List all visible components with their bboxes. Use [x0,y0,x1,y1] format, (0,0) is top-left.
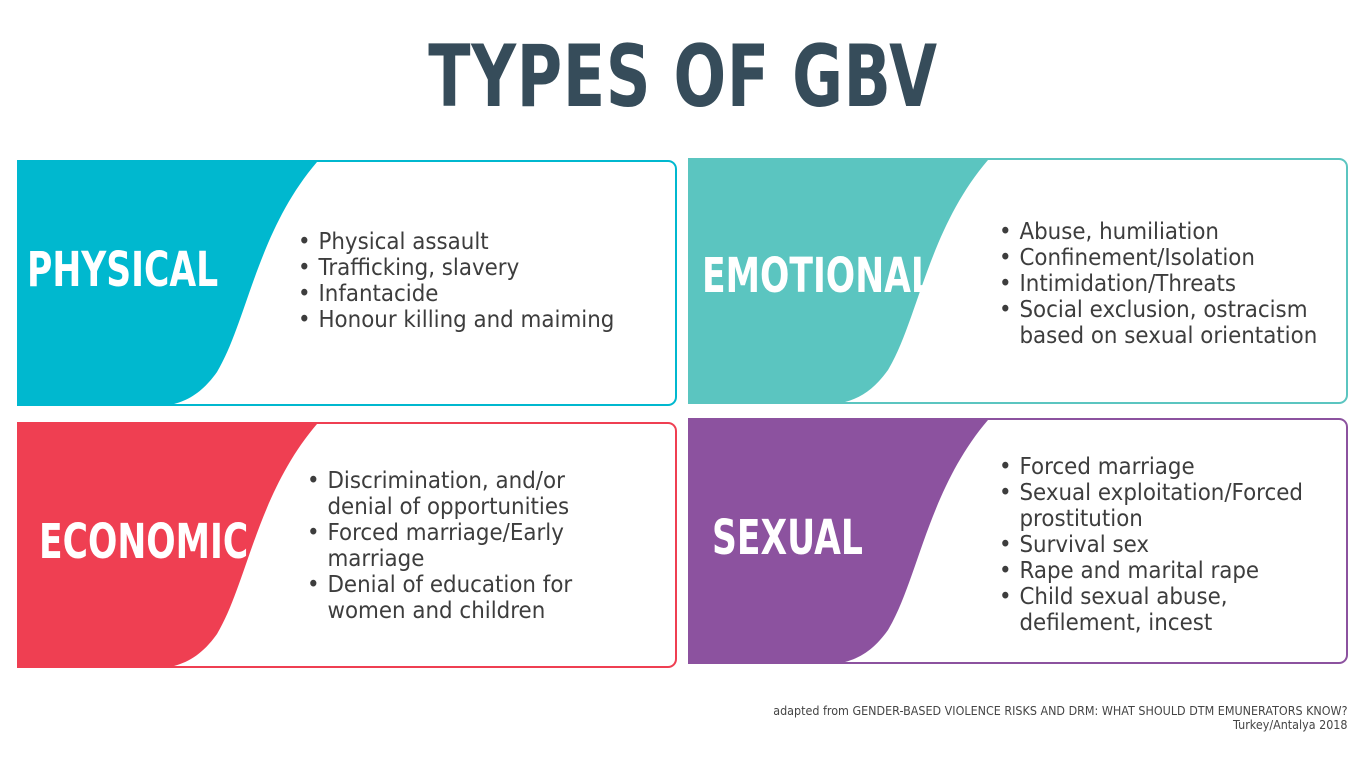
item-list-economic: Discrimination, and/or denial of opportu… [307,468,625,624]
list-item: Denial of education for women and childr… [307,572,625,624]
curve-shape-emotional [688,160,988,402]
source-footnote: adapted from GENDER-BASED VIOLENCE RISKS… [774,704,1348,732]
list-item: Social exclusion, ostracism based on sex… [999,297,1346,349]
list-item: Sexual exploitation/Forced prostitution [999,480,1345,532]
page-title: TYPES OF GBV [428,27,938,127]
list-item: Rape and marital rape [999,558,1345,584]
category-label-economic: ECONOMIC [39,514,249,570]
category-label-sexual: SEXUAL [712,510,863,566]
item-list-emotional: Abuse, humiliation Confinement/Isolation… [999,219,1346,349]
curve-shape-physical [17,162,317,404]
list-item: Intimidation/Threats [999,271,1346,297]
list-item: Forced marriage [999,454,1345,480]
item-list-sexual: Forced marriage Sexual exploitation/Forc… [999,454,1345,636]
footnote-location-year: Turkey/Antalya 2018 [1233,718,1348,732]
category-label-physical: PHYSICAL [27,242,219,298]
card-sexual: SEXUAL Forced marriage Sexual exploitati… [688,418,1348,664]
list-item: Survival sex [999,532,1345,558]
card-emotional: EMOTIONAL Abuse, humiliation Confinement… [688,158,1348,404]
list-item: Honour killing and maiming [298,307,671,333]
curve-shape-sexual [688,420,988,662]
curve-shape-economic [17,424,317,666]
card-physical: PHYSICAL Physical assault Trafficking, s… [17,160,677,406]
list-item: Discrimination, and/or denial of opportu… [307,468,625,520]
item-list-physical: Physical assault Trafficking, slavery In… [298,229,672,333]
list-item: Forced marriage/Early marriage [307,520,625,572]
list-item: Child sexual abuse, defilement, incest [999,584,1345,636]
list-item: Confinement/Isolation [999,245,1346,271]
list-item: Abuse, humiliation [999,219,1346,245]
list-item: Trafficking, slavery [298,255,671,281]
list-item: Infantacide [298,281,671,307]
card-economic: ECONOMIC Discrimination, and/or denial o… [17,422,677,668]
category-label-emotional: EMOTIONAL [702,248,933,304]
footnote-source: adapted from GENDER-BASED VIOLENCE RISKS… [773,704,1348,718]
list-item: Physical assault [298,229,671,255]
